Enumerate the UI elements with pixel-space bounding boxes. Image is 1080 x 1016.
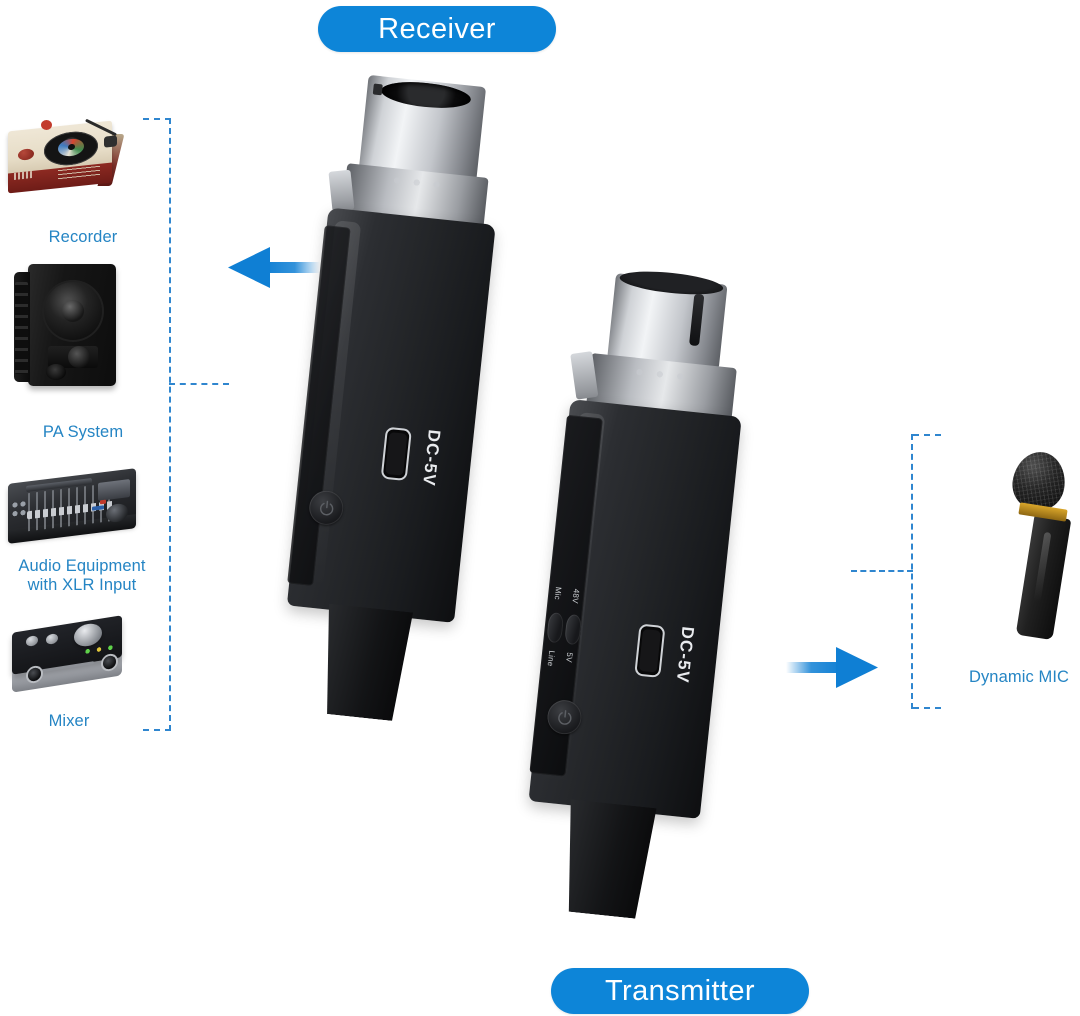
left-bracket-bottom-stub (143, 729, 171, 731)
left-item-label-pa-system: PA System (42, 423, 124, 441)
transmitter-heading-pill: Transmitter (551, 968, 809, 1014)
right-bracket-bottom-stub (913, 707, 941, 709)
transmitter-power-button[interactable] (545, 698, 584, 736)
transmitter-switch-1-bottom-label: Line (545, 650, 557, 667)
transmitter-device: Mic 48V Line 5V DC-5V (487, 249, 819, 972)
receiver-power-button[interactable] (307, 489, 345, 527)
right-bracket-top-stub (913, 434, 941, 436)
receiver-latch-clip (328, 169, 355, 212)
signal-arrow-to-mic (786, 644, 878, 692)
left-item-label-mixer: Mixer (48, 712, 90, 730)
power-icon (319, 500, 333, 515)
power-icon (557, 709, 572, 725)
left-bracket-top-stub (143, 118, 171, 120)
receiver-usbc-port (380, 426, 412, 482)
mixing-console-icon (2, 462, 148, 552)
left-bracket-trunk (169, 383, 229, 385)
receiver-device: DC-5V (242, 47, 574, 770)
transmitter-switch-2-bottom-label: 5V (564, 651, 575, 663)
right-item-label-dynamic-mic: Dynamic MIC (968, 668, 1070, 686)
left-item-label-recorder: Recorder (48, 228, 118, 246)
left-bracket-vertical (169, 118, 171, 731)
receiver-xlr-male-tail (312, 603, 419, 722)
transmitter-switch-1-top-label: Mic (552, 586, 564, 601)
receiver-xlr-notch (372, 83, 383, 96)
audio-interface-mixer-icon (2, 608, 142, 708)
right-bracket-trunk (851, 570, 913, 572)
transmitter-xlr-male-tail (553, 799, 662, 921)
pa-speaker-icon (6, 258, 138, 398)
receiver-heading-pill: Receiver (318, 6, 556, 52)
left-item-label-audio-equipment: Audio Equipment with XLR Input (18, 557, 146, 595)
dynamic-microphone-icon (995, 448, 1080, 648)
signal-arrow-to-outputs (228, 244, 320, 292)
transmitter-usbc-port (634, 623, 666, 678)
transmitter-switch-2-top-label: 48V (570, 588, 581, 604)
turntable-recorder-icon (0, 108, 132, 208)
